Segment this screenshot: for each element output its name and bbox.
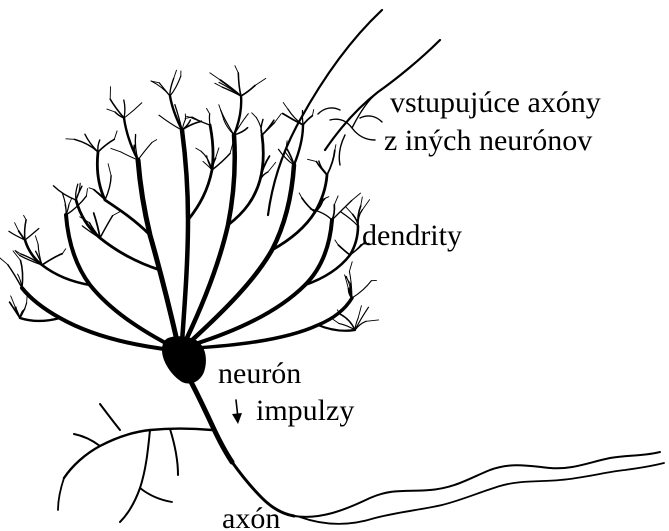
- dendrite-twig: [25, 220, 27, 240]
- dendrite-twig: [89, 188, 94, 190]
- dendrite-twig: [110, 99, 124, 118]
- dendrite-twig: [361, 197, 363, 206]
- label-neuron: neurón: [218, 357, 301, 390]
- dendrite-twig: [252, 113, 257, 118]
- dendrite-twig: [302, 111, 303, 126]
- dendrite-twig: [262, 120, 274, 135]
- dendrite-twig: [15, 223, 19, 231]
- dendrite-twig: [338, 245, 350, 255]
- label-dendrites: dendrity: [362, 219, 462, 252]
- dendrite-twig: [312, 110, 313, 116]
- cell-body: [162, 336, 206, 383]
- dendrite-twig: [268, 162, 276, 172]
- dendrite-twig: [114, 131, 117, 140]
- dendrite-twig: [349, 262, 352, 272]
- dendrite-twig: [42, 254, 62, 265]
- dendrite-twig: [334, 196, 338, 205]
- dendrite-twig: [8, 265, 22, 288]
- dendrite-twig: [207, 108, 210, 114]
- dendrite-twig: [66, 139, 74, 140]
- dendrite-twig: [185, 116, 190, 117]
- dendrite-twig: [86, 189, 87, 196]
- dendrite-twig: [69, 199, 72, 205]
- dendrite-twig: [319, 166, 327, 176]
- label-axon: axón: [222, 502, 280, 531]
- dendrite-twig: [299, 193, 302, 198]
- dendrite-twig: [107, 109, 115, 112]
- dendrite-twig: [138, 142, 152, 160]
- dendrite-twig: [362, 200, 369, 210]
- dendrite-twig: [108, 164, 111, 176]
- dendrite-twig: [340, 314, 355, 330]
- dendrite-twig: [358, 306, 361, 318]
- dendrite-twig: [124, 103, 142, 118]
- dendrite-twig: [235, 66, 238, 73]
- dendrite-twig: [196, 148, 201, 151]
- dendrite-twig: [100, 216, 113, 238]
- dendrite-twig: [331, 318, 339, 323]
- dendrite-twig: [255, 78, 266, 85]
- dendrite-twig: [241, 86, 255, 97]
- dendrite-twig: [174, 70, 177, 78]
- dendrite-twig: [221, 110, 234, 135]
- label-incoming-axons-line2: z iných neurónov: [384, 124, 592, 157]
- dendrite-twig: [355, 307, 369, 330]
- dendrite-twig: [352, 193, 361, 200]
- dendrite-twig: [53, 186, 76, 200]
- dendrite-twig: [210, 73, 221, 80]
- dendrites: [20, 96, 358, 350]
- dendrite-twig: [62, 249, 65, 254]
- dendrite-twig: [302, 198, 315, 212]
- dendrite-twig: [124, 100, 125, 118]
- dendrite-twig: [335, 145, 336, 151]
- dendrite-twig: [275, 114, 282, 123]
- label-impulses: impulzy: [256, 394, 354, 427]
- dendrite-twig: [35, 236, 38, 244]
- axon: [58, 380, 664, 524]
- dendrite-twig: [111, 148, 121, 152]
- dendrite-twig: [327, 150, 335, 175]
- dendrite-twig: [303, 116, 312, 125]
- dendrite-twig: [182, 121, 201, 130]
- dendrite-twig: [308, 159, 317, 161]
- dendrite-twig: [74, 139, 98, 152]
- impulse-arrow: [232, 400, 242, 424]
- dendrite-twig: [352, 281, 371, 298]
- dendrite-twig: [346, 207, 353, 214]
- label-incoming-axons-line1: vstupujúce axóny: [390, 86, 601, 119]
- dendrite-twig: [283, 103, 288, 110]
- dendrite-twig: [113, 211, 123, 216]
- dendrite-twig: [25, 229, 39, 241]
- dendrite-twig: [24, 215, 27, 219]
- dendrite-twig: [238, 73, 241, 96]
- dendrite-twig: [366, 320, 379, 321]
- dendrite-twig: [151, 81, 170, 96]
- dendrite-twig: [209, 114, 210, 125]
- dendrite-twig: [98, 139, 114, 152]
- dendrite-twig: [335, 240, 338, 245]
- dendrite-twig: [105, 176, 111, 200]
- dendrite-twig: [85, 134, 98, 152]
- dendrite-twig: [216, 148, 219, 159]
- dendrite-twig: [0, 256, 8, 264]
- dendrite-twig: [152, 140, 157, 143]
